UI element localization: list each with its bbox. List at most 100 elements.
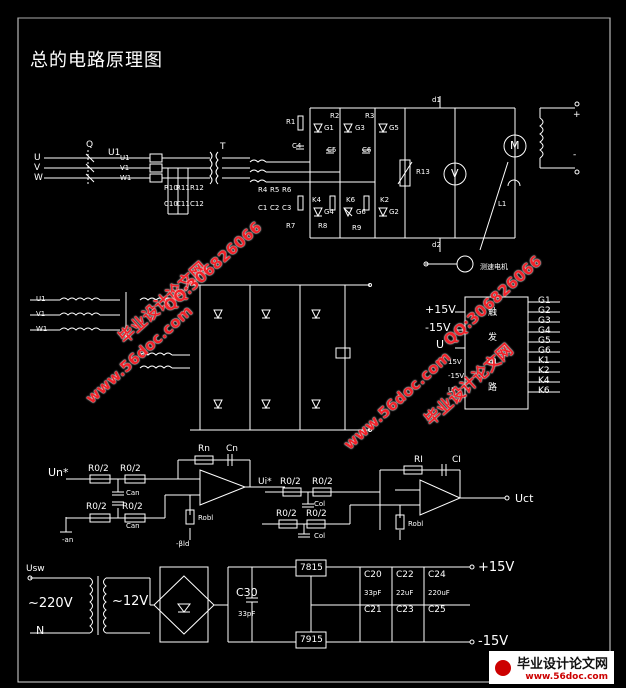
trig-supply-1: 15V	[448, 358, 462, 366]
reg-r1: R0/2	[88, 464, 109, 474]
upper-c5: C5	[327, 146, 337, 154]
lower-g4: G4	[324, 208, 334, 216]
varistor-label: R13	[416, 168, 430, 176]
snubber-c12: C12	[190, 200, 204, 208]
ct-tap-u1: U1	[120, 154, 130, 162]
reg-ci: CI	[452, 455, 461, 465]
trig-block-char-4: 路	[488, 383, 498, 393]
upper-g3: G3	[355, 124, 365, 132]
cap-val-2: 22uF	[396, 589, 414, 597]
regulator-7815: 7815	[300, 563, 323, 573]
snubber-r12: R12	[190, 184, 204, 192]
trig-in-v1: V1	[36, 310, 46, 318]
lower-r6: R6	[282, 186, 292, 194]
reg-cn: Cn	[226, 444, 238, 454]
reg-output: Uct	[515, 492, 534, 505]
lower-k2: K2	[380, 196, 390, 204]
trig-out-g3: G3	[538, 316, 551, 326]
lower-r8: R8	[318, 222, 328, 230]
tacho-label: 测速电机	[480, 263, 508, 271]
bus-d1: d1	[432, 96, 441, 104]
lower-c3: C3	[282, 204, 292, 212]
trig-out-k1: K1	[538, 356, 550, 366]
field-minus: -	[573, 150, 577, 160]
reg-r6: R0/2	[312, 477, 333, 487]
cap-c22: C22	[396, 570, 414, 580]
reg-col2: Col	[314, 532, 326, 540]
logo-text: 毕业设计论文网	[516, 657, 608, 672]
reg-fb2: -an	[62, 536, 74, 544]
supply-neutral: N	[36, 624, 45, 637]
trig-out-g2: G2	[538, 306, 551, 316]
cap-c23: C23	[396, 605, 414, 615]
reg-ui-label: Ui*	[258, 477, 272, 487]
reg-r7: R0/2	[276, 509, 297, 519]
snubber-c11: C11	[176, 200, 190, 208]
ct-tap-w1: W1	[120, 174, 132, 182]
reg-robl1: Robl	[198, 514, 214, 522]
trig-block-char-3: 电	[488, 358, 498, 368]
trig-supply-2: -15V	[448, 372, 465, 380]
upper-r2: R2	[330, 112, 340, 120]
reg-rn: Rn	[198, 444, 210, 454]
trig-out-g5: G5	[538, 336, 551, 346]
trig-out-k4: K4	[538, 376, 550, 386]
reg-ri: RI	[414, 455, 423, 465]
reg-r2: R0/2	[120, 464, 141, 474]
supply-c30-value: 33pF	[238, 610, 256, 618]
logo-url: www.56doc.com	[525, 672, 608, 682]
trig-out-g4: G4	[538, 326, 551, 336]
cap-c21: C21	[364, 605, 382, 615]
inductor-label: L1	[498, 200, 507, 208]
site-logo: 毕业设计论文网 www.56doc.com	[488, 651, 614, 684]
reg-r3: R0/2	[86, 502, 107, 512]
supply-c30: C30	[236, 586, 258, 599]
trig-in-w1: W1	[36, 325, 48, 333]
upper-c6: C6	[362, 146, 372, 154]
supply-plus15: +15V	[478, 560, 515, 575]
lower-k6: K6	[346, 196, 356, 204]
phase-u-label: U	[34, 153, 41, 163]
trig-supply-3: Ui	[448, 386, 456, 394]
trig-minus15: -15V	[425, 321, 451, 334]
transformer-label: T	[220, 142, 226, 152]
trig-out-g1: G1	[538, 296, 551, 306]
reg-can1: Can	[126, 489, 140, 497]
switch-label: Q	[86, 140, 94, 150]
lower-c1: C1	[258, 204, 268, 212]
lower-k4: K4	[312, 196, 322, 204]
bus-d2: d2	[432, 241, 441, 249]
upper-g5: G5	[389, 124, 399, 132]
reg-input-label: Un*	[48, 466, 69, 479]
cap-val-1: 33pF	[364, 589, 382, 597]
trig-block-char-1: 触	[488, 308, 498, 318]
field-plus: +	[573, 110, 581, 120]
page-title: 总的电路原理图	[30, 50, 163, 71]
lower-r9: R9	[352, 224, 362, 232]
reg-can2: Can	[126, 522, 140, 530]
cap-c20: C20	[364, 570, 382, 580]
upper-g1: G1	[324, 124, 334, 132]
lower-c2: C2	[270, 204, 280, 212]
snubber-r11: R11	[176, 184, 190, 192]
logo-badge-icon	[494, 659, 511, 676]
cap-c25: C25	[428, 605, 446, 615]
supply-minus15: -15V	[478, 634, 509, 649]
upper-r3: R3	[365, 112, 375, 120]
snubber-c10: C10	[164, 200, 178, 208]
supply-mains: ~220V	[28, 596, 73, 611]
trig-u: U	[436, 338, 445, 351]
reg-r8: R0/2	[306, 509, 327, 519]
trig-block-char-2: 发	[488, 333, 498, 343]
lower-r4: R4	[258, 186, 268, 194]
cap-val-3: 220uF	[428, 589, 450, 597]
reg-col1: Col	[314, 500, 326, 508]
cap-c24: C24	[428, 570, 446, 580]
ct-tap-v1: V1	[120, 164, 130, 172]
reg-fb1: -βld	[176, 540, 190, 548]
supply-usw: Usw	[26, 564, 45, 574]
voltmeter-label: V	[451, 167, 459, 180]
phase-v-label: V	[34, 163, 41, 173]
